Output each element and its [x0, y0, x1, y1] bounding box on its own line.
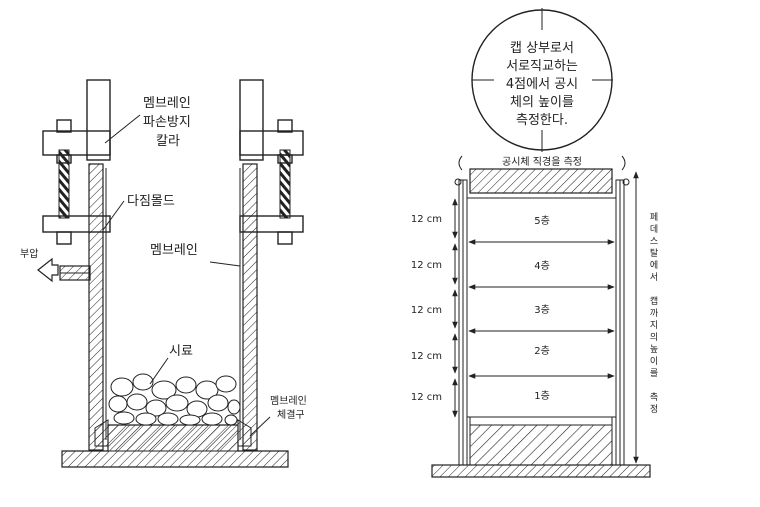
svg-text:서: 서 — [650, 272, 658, 283]
svg-text:탈: 탈 — [650, 248, 658, 259]
dim-label-4: 12 cm — [411, 260, 442, 271]
layer-label-4: 4층 — [534, 260, 550, 272]
svg-text:까: 까 — [650, 308, 659, 319]
nut-left-bot — [56, 231, 72, 245]
sample-stones — [108, 373, 241, 426]
note-circle — [471, 9, 613, 151]
collar-right — [239, 79, 264, 161]
bolt-right — [279, 149, 291, 219]
right-specimen-diagram: 캡 상부로서 서로직교하는 4점에서 공시 체의 높이를 측정한다. 공시체 직… — [411, 8, 659, 478]
collar-plate-left — [42, 130, 111, 156]
note-line3: 4점에서 공시 — [506, 77, 578, 92]
svg-text:데: 데 — [650, 224, 658, 235]
nut-left-mid — [56, 154, 72, 164]
pressure-label: 부압 — [20, 247, 38, 260]
svg-text:를: 를 — [650, 368, 658, 379]
suction-arrow — [37, 257, 59, 283]
nut-right-top — [277, 119, 293, 133]
svg-text:측: 측 — [650, 392, 658, 403]
dim-label-2: 12 cm — [411, 351, 442, 362]
layer-label-2: 2층 — [534, 345, 550, 357]
svg-text:페: 페 — [650, 212, 658, 223]
svg-text:캡: 캡 — [650, 295, 658, 307]
clamp-right — [237, 419, 252, 447]
svg-text:의: 의 — [650, 332, 658, 343]
note-line1: 캡 상부로서 — [510, 41, 574, 56]
pedestal — [469, 424, 613, 466]
diameter-label: 공시체 직경을 측정 — [502, 155, 582, 168]
collar-label-line3: 칼라 — [156, 134, 180, 149]
layer-label-5: 5층 — [534, 215, 550, 227]
note-line2: 서로직교하는 — [506, 59, 578, 74]
nut-right-bot — [277, 231, 293, 245]
note-line5: 측정한다. — [516, 113, 568, 128]
mold-flange-left — [42, 215, 111, 233]
svg-text:이: 이 — [650, 356, 658, 367]
pedestal-note: 페 데 스 탈 에 서 캡 까 지 의 높 이 를 측 정 — [650, 212, 659, 415]
base-plate — [431, 464, 651, 478]
mold-label: 다짐몰드 — [127, 194, 175, 209]
svg-text:지: 지 — [650, 320, 658, 331]
collar-label-line2: 파손방지 — [143, 115, 191, 130]
specimen-cap — [469, 168, 613, 194]
layer-label-3: 3층 — [534, 304, 550, 316]
membrane-label: 멤브레인 — [150, 243, 198, 258]
mold-wall-right — [242, 163, 258, 451]
layer-label-1: 1층 — [534, 390, 550, 402]
nut-right-mid — [277, 154, 293, 164]
svg-text:정: 정 — [650, 404, 658, 415]
note-line4: 체의 높이를 — [510, 95, 574, 110]
svg-text:스: 스 — [650, 236, 658, 247]
collar-plate-right — [239, 130, 304, 156]
left-mold-diagram: 멤브레인 파손방지 칼라 다짐몰드 멤브레인 부압 시료 멤브레인 체결구 — [20, 79, 307, 468]
svg-text:높: 높 — [650, 344, 658, 355]
clamp-left — [94, 419, 109, 447]
svg-text:에: 에 — [650, 260, 658, 271]
clamp-label-line2: 체결구 — [277, 409, 305, 421]
nut-left-top — [56, 119, 72, 133]
mold-wall-left — [88, 163, 104, 451]
porous-stone — [107, 424, 239, 452]
bolt-left — [58, 149, 70, 219]
dim-label-5: 12 cm — [411, 214, 442, 225]
dim-label-1: 12 cm — [411, 392, 442, 403]
clamp-label-line1: 멤브레인 — [270, 395, 307, 407]
sample-label: 시료 — [169, 344, 193, 359]
pedestal-top — [469, 416, 613, 426]
collar-left — [86, 79, 111, 161]
dim-label-3: 12 cm — [411, 305, 442, 316]
collar-label-line1: 멤브레인 — [143, 96, 191, 111]
